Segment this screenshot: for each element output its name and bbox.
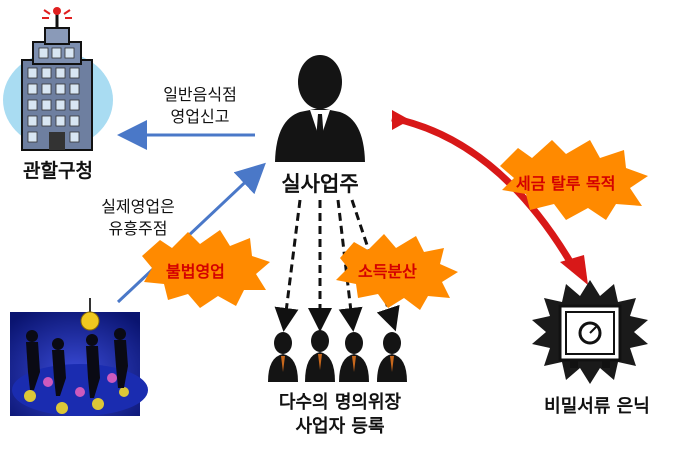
general-report-label-line2: 영업신고	[170, 107, 230, 126]
actual-business-label-line1: 실제영업은	[101, 197, 175, 216]
business-owner-icon	[275, 55, 365, 162]
tax-evasion-arrow	[391, 110, 588, 285]
tax-evasion-burst	[500, 140, 648, 220]
nominee-label-line1: 다수의 명의위장	[278, 392, 402, 413]
income-split-label: 소득분산	[358, 262, 417, 281]
nominee-businessmen-icon	[268, 330, 407, 382]
illegal-business-burst	[142, 230, 270, 308]
tax-evasion-label: 세금 탈루 목적	[516, 174, 616, 193]
income-split-burst	[336, 234, 458, 310]
secret-safe-icon	[532, 280, 648, 384]
nightclub-scene-icon	[10, 298, 148, 416]
illegal-business-label: 불법영업	[166, 262, 225, 281]
agency-label: 관할구청	[23, 160, 93, 182]
nominee-label-line2: 사업자 등록	[295, 416, 385, 437]
actual-business-label-line2: 유흥주점	[108, 219, 168, 238]
city-hall-building-icon	[3, 7, 113, 151]
hidden-docs-label: 비밀서류 은닉	[544, 396, 650, 417]
general-report-label-line1: 일반음식점	[163, 85, 237, 104]
owner-label: 실사업주	[281, 172, 359, 196]
